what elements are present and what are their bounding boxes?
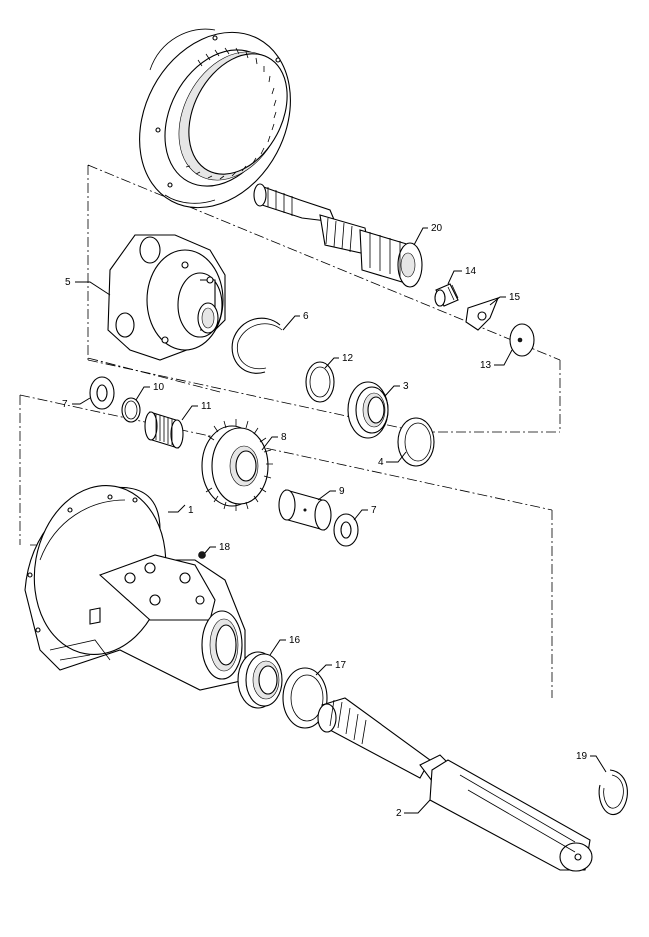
output-shaft (317, 697, 593, 872)
needle-bearing (144, 411, 184, 449)
callout-13: 13 (480, 360, 492, 371)
callout-18: 18 (219, 542, 231, 553)
callout-12: 12 (342, 353, 354, 364)
output-bearing (237, 651, 283, 709)
callout-17: 17 (335, 660, 347, 671)
planet-gear (201, 419, 273, 511)
callout-1: 1 (188, 505, 194, 516)
ring-gear (139, 28, 291, 209)
callout-10: 10 (153, 382, 165, 393)
grease-fitting (198, 551, 206, 559)
lock-plate (465, 297, 499, 331)
callout-7a: 7 (62, 399, 68, 410)
callout-8: 8 (281, 432, 287, 443)
callout-9: 9 (339, 486, 345, 497)
callout-20: 20 (431, 223, 443, 234)
callout-16: 16 (289, 635, 301, 646)
bolt (434, 283, 459, 307)
axle-housing (24, 484, 246, 691)
callout-5: 5 (65, 277, 71, 288)
callout-labels: 1 2 3 4 5 6 7 7 8 9 10 11 12 13 14 15 16… (62, 223, 588, 819)
oil-seal (282, 667, 328, 729)
callout-14: 14 (465, 266, 477, 277)
thrust-washer (509, 323, 535, 357)
planet-washer-lower (333, 513, 359, 547)
planet-pin (278, 489, 332, 531)
retaining-ring (121, 397, 141, 423)
assembly-boundary-lower (19, 357, 553, 698)
leader-lines (72, 227, 607, 814)
circlip (598, 769, 628, 815)
callout-19: 19 (576, 751, 588, 762)
planet-washer-upper (89, 376, 115, 410)
callout-15: 15 (509, 292, 521, 303)
planet-carrier (107, 234, 226, 361)
callout-6: 6 (303, 311, 309, 322)
callout-3: 3 (403, 381, 409, 392)
bearing (347, 381, 389, 439)
callout-11: 11 (201, 401, 212, 412)
bearing-cup (397, 417, 435, 467)
callout-2: 2 (396, 808, 402, 819)
pinion-shaft (253, 183, 423, 288)
thrust-shim (305, 361, 335, 403)
snap-ring (231, 317, 283, 374)
callout-4: 4 (378, 457, 384, 468)
callout-7b: 7 (371, 505, 377, 516)
